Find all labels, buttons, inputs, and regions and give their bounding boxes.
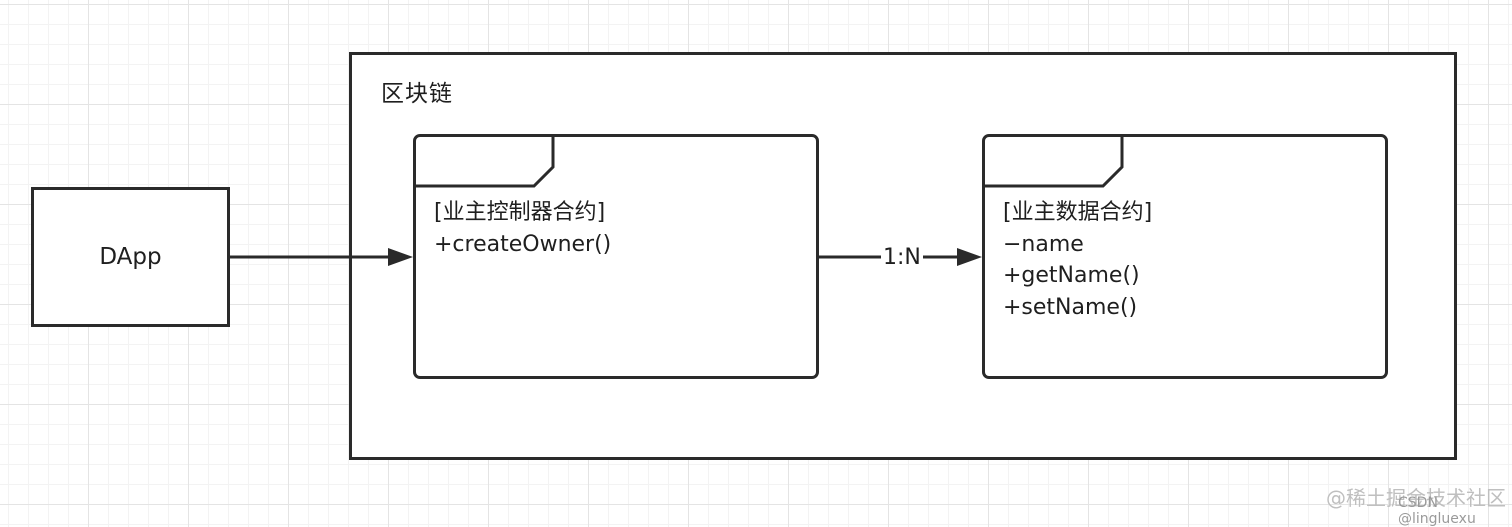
- blockchain-label: 区块链: [381, 81, 453, 107]
- dapp-node: DApp: [31, 187, 230, 327]
- controller-contract-method: +createOwner(): [434, 231, 612, 257]
- controller-contract-title: [业主控制器合约]: [434, 200, 606, 225]
- controller-contract-text: [业主控制器合约] +createOwner(): [434, 197, 611, 260]
- data-contract-method-setname: +setName(): [1003, 294, 1138, 320]
- package-tab-shape: [413, 134, 555, 188]
- watermark-author: CSDN @lingluexu: [1398, 495, 1476, 527]
- data-contract-text: [业主数据合约] −name +getName() +setName(): [1003, 197, 1152, 323]
- data-contract-title: [业主数据合约]: [1003, 200, 1153, 225]
- watermark-site: @稀土掘金技术社区: [1326, 486, 1506, 510]
- data-contract-method-getname: +getName(): [1003, 263, 1140, 288]
- data-contract-field-name: −name: [1003, 231, 1084, 257]
- dapp-label: DApp: [99, 244, 162, 270]
- data-contract-node: [业主数据合约] −name +getName() +setName(): [982, 134, 1388, 379]
- dapp-to-controller-arrow: [230, 248, 413, 266]
- relation-label: 1:N: [881, 244, 923, 272]
- controller-contract-node: [业主控制器合约] +createOwner(): [413, 134, 819, 379]
- package-tab-shape: [982, 134, 1124, 188]
